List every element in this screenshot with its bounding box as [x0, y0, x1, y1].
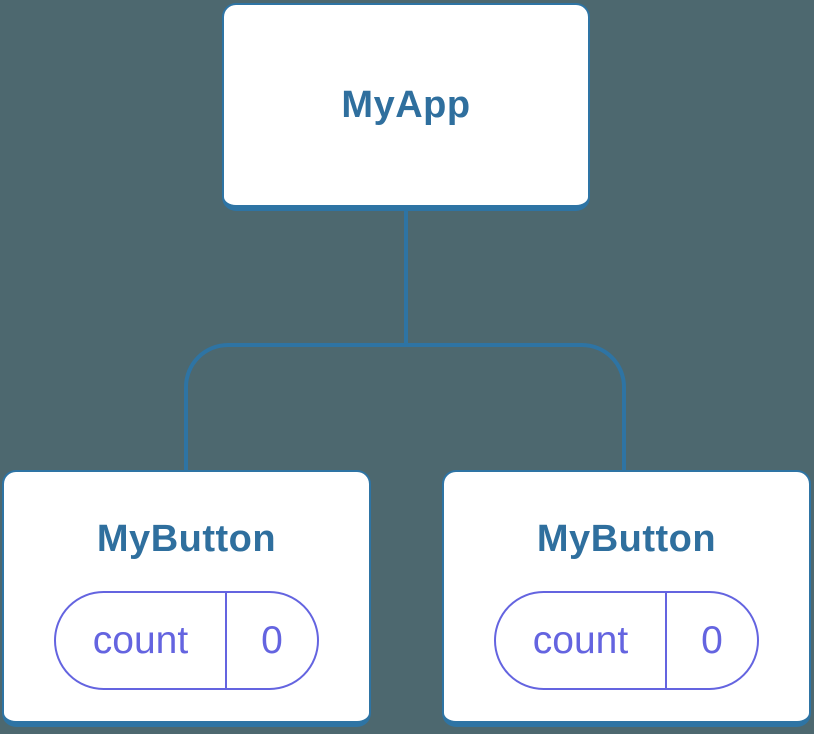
node-myapp-label: MyApp	[341, 83, 471, 126]
node-mybutton-left-label: MyButton	[96, 518, 277, 560]
trunk-connector-line	[404, 207, 408, 345]
branch-connector-line	[184, 343, 626, 470]
state-pill-left: count 0	[54, 591, 319, 690]
node-mybutton-right-label: MyButton	[536, 518, 717, 560]
state-name-right: count	[532, 618, 629, 662]
node-mybutton-left: MyButton count 0	[2, 470, 371, 727]
state-value-right: 0	[665, 593, 757, 688]
state-name-left: count	[92, 618, 189, 662]
state-value-left: 0	[225, 593, 317, 688]
state-pill-right: count 0	[494, 591, 759, 690]
node-mybutton-right: MyButton count 0	[442, 470, 811, 727]
node-myapp: MyApp	[222, 3, 590, 211]
